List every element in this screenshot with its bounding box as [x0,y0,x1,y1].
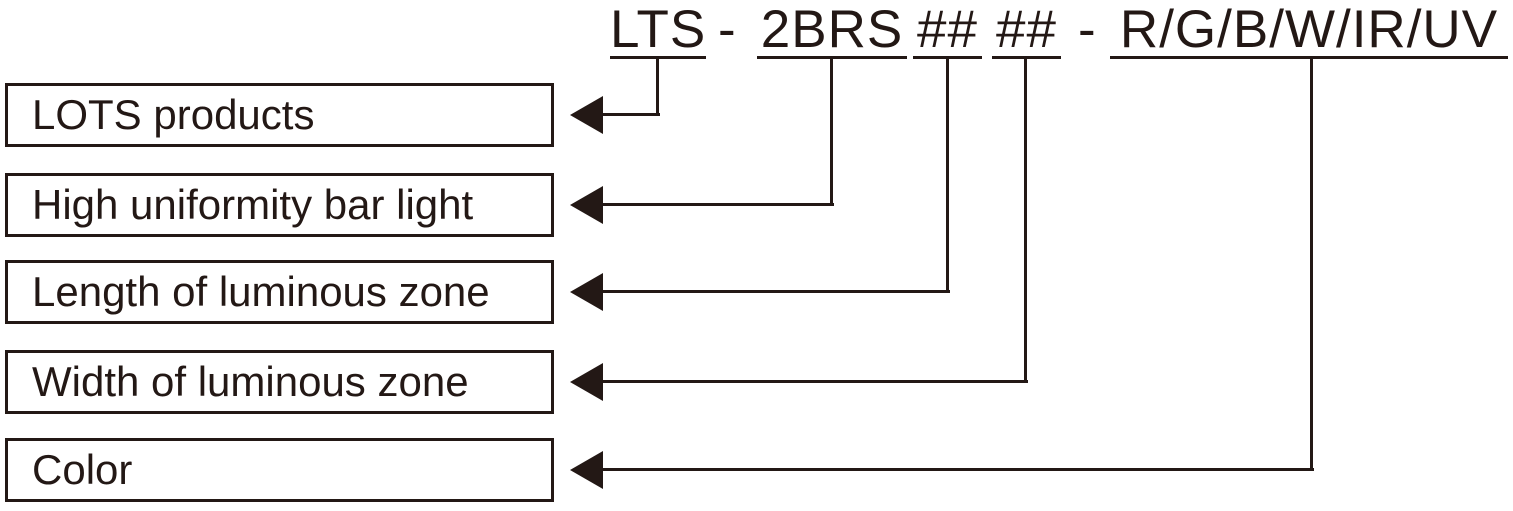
part-number-segment-width: ## [992,3,1061,59]
connector-line-vertical [656,57,659,116]
connector-line-horizontal [601,290,950,293]
connector-line-horizontal [601,203,834,206]
left-arrow-icon [570,186,603,224]
left-arrow-icon [570,451,603,489]
legend-label: Width of luminous zone [32,358,469,405]
legend-box-lots-products: LOTS products [5,83,554,147]
connector-line-horizontal [601,468,1314,471]
connector-line-vertical [830,57,833,206]
left-arrow-icon [570,96,603,134]
legend-box-high-uniformity-bar-light: High uniformity bar light [5,173,554,237]
legend-box-color: Color [5,438,554,502]
left-arrow-icon [570,273,603,311]
part-number-segment-2brs: 2BRS [757,3,907,59]
part-number-separator-2: - [1078,0,1097,59]
left-arrow-icon [570,363,603,401]
part-number-segment-length: ## [913,3,982,59]
part-number-separator-1: - [718,0,737,59]
legend-box-width-of-luminous-zone: Width of luminous zone [5,350,554,414]
legend-label: Color [32,446,133,493]
legend-box-length-of-luminous-zone: Length of luminous zone [5,260,554,324]
connector-line-horizontal [601,113,660,116]
part-number-segment-color: R/G/B/W/IR/UV [1110,3,1508,59]
connector-line-vertical [1024,57,1027,383]
connector-line-vertical [946,57,949,293]
legend-label: LOTS products [32,91,315,138]
connector-line-vertical [1310,57,1313,471]
connector-line-horizontal [601,380,1028,383]
legend-label: Length of luminous zone [32,268,490,315]
legend-label: High uniformity bar light [32,181,474,228]
part-number-segment-lts: LTS [610,0,707,59]
